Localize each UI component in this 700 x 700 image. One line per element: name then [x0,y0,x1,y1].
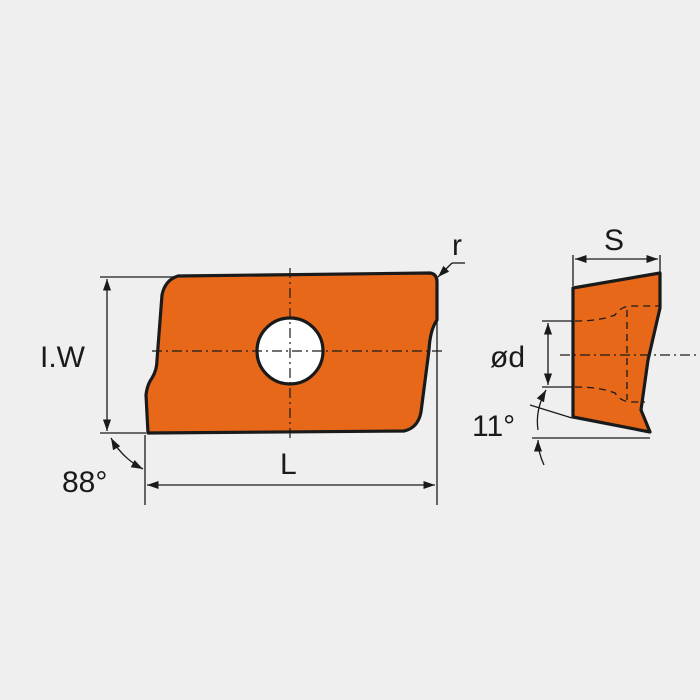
hole-diameter-dimension: ød [490,320,573,388]
hole-hidden-line-top [574,305,660,322]
insert-side-view [560,271,698,434]
thickness-label: S [604,224,624,257]
hole-hidden-line-bottom [574,386,645,403]
hole-diameter-label: ød [490,341,525,374]
radius-callout: r [437,229,465,278]
clearance-angle-label: 11° [472,410,515,443]
length-label: L [280,448,297,481]
insert-top-view [144,268,445,440]
radius-label: r [452,229,462,262]
corner-angle-dimension: 88° [62,437,144,499]
width-label: I.W [40,341,86,374]
corner-angle-label: 88° [62,466,107,499]
insert-side-body [571,271,662,434]
length-dimension: L [144,285,438,505]
clearance-angle-dimension: 11° [472,389,650,466]
width-dimension: I.W [40,276,178,434]
thickness-dimension: S [572,224,661,286]
